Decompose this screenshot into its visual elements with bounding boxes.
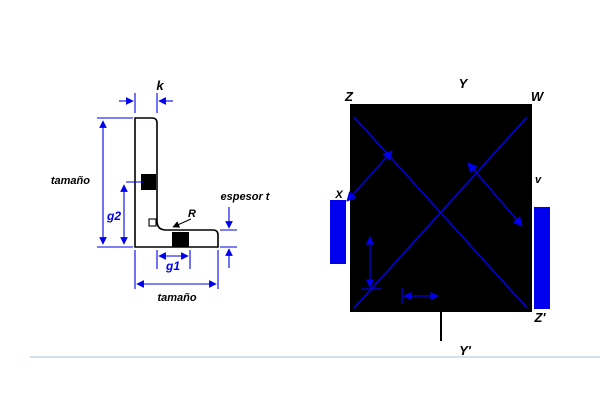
fillet-radius-label: R [188, 208, 196, 220]
v-label: v [535, 174, 542, 186]
g2-dimension [120, 181, 143, 245]
gauge-mark-horizontal-leg [172, 232, 189, 247]
height-dimension [97, 117, 133, 248]
y-prime-axis-label: Y' [459, 343, 472, 358]
angle-cross-section: k tamaño g2 espesor t [51, 78, 271, 304]
section-fill-block [350, 104, 532, 312]
k-dimension [119, 93, 173, 113]
gauge-mark-vertical-leg [141, 174, 156, 190]
g2-dimension-label: g2 [106, 209, 121, 223]
w-axis-line [353, 116, 528, 309]
diagonal-dimension-right [467, 162, 523, 227]
z-prime-axis-label: Z' [533, 310, 546, 325]
right-angle-marker [148, 218, 157, 227]
g1-dimension [156, 250, 191, 269]
angle-profile-outline [134, 117, 219, 248]
thickness-dimension [220, 207, 237, 268]
centroid-dimensions [361, 236, 439, 304]
principal-axes-diagram: Z Y W X v Z' Y' [330, 76, 550, 358]
thickness-label: espesor t [221, 191, 271, 203]
x-axis-label: X [334, 189, 343, 201]
left-leg-bar [330, 200, 346, 264]
right-leg-bar [534, 207, 550, 309]
y-axis-label: Y [459, 76, 469, 91]
k-dimension-label: k [156, 78, 164, 93]
height-dimension-label: tamaño [51, 175, 90, 187]
g1-dimension-label: g1 [165, 259, 180, 273]
w-axis-label: W [531, 89, 545, 104]
fillet-radius-arrow [172, 218, 192, 228]
width-dimension [134, 250, 219, 289]
width-dimension-label: tamaño [157, 292, 196, 304]
diagonal-dimension-left [346, 150, 393, 202]
z-axis-label: Z [344, 89, 354, 104]
